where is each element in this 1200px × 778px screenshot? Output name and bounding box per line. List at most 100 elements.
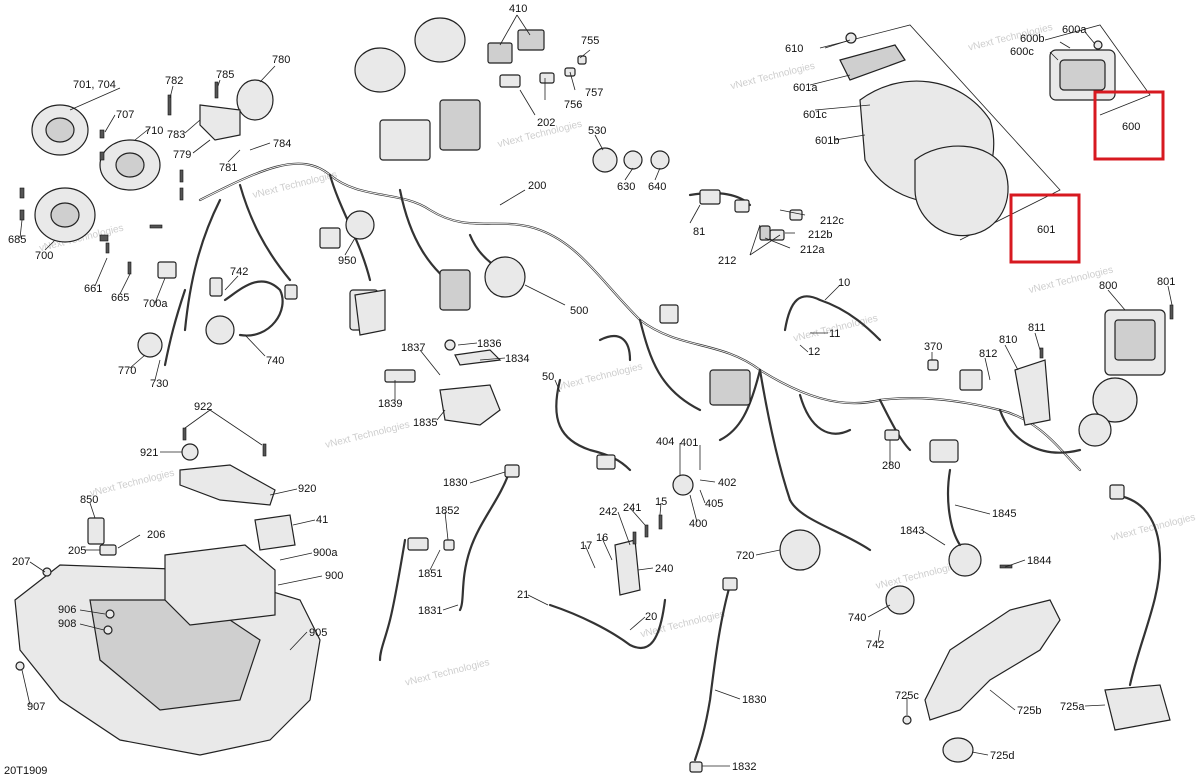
part-label-404: 404: [656, 436, 674, 448]
part-label-601: 601: [1037, 224, 1055, 236]
part-label-921: 921: [140, 447, 158, 459]
part-label-402: 402: [718, 477, 736, 489]
drawing-id: 20T1909: [4, 765, 47, 777]
middle-left-components: [179, 335, 632, 506]
nut-906: [105, 609, 115, 619]
cluster-mount: [839, 44, 906, 81]
connector-part: [596, 454, 616, 470]
connector-part: [699, 189, 721, 205]
part-label-784: 784: [273, 138, 291, 150]
battery-and-tray: [14, 514, 321, 756]
part-label-21: 21: [517, 589, 529, 601]
switch-part: [345, 210, 375, 240]
battery-900: [164, 544, 276, 626]
connector-part: [759, 225, 771, 241]
wire: [223, 280, 284, 337]
connector-part: [284, 284, 298, 300]
part-label-756: 756: [564, 99, 582, 111]
part-label-206: 206: [147, 529, 165, 541]
part-label-41: 41: [316, 514, 328, 526]
part-label-1839: 1839: [378, 398, 402, 410]
part-label-783: 783: [167, 129, 185, 141]
part-label-661: 661: [84, 283, 102, 295]
bolt: [99, 151, 105, 161]
part-label-207: 207: [12, 556, 30, 568]
throttle-part: [439, 384, 501, 426]
light-740: [885, 585, 915, 615]
wire-50: [555, 378, 632, 472]
part-label-280: 280: [882, 460, 900, 472]
bracket-240: [614, 539, 641, 596]
harness-connector: [379, 119, 431, 161]
part-label-900a: 900a: [313, 547, 338, 559]
bolt: [105, 242, 110, 254]
bracket-725b: [924, 599, 1061, 721]
switch-part: [137, 332, 163, 358]
part-label-812: 812: [979, 348, 997, 360]
instrument-cluster-assembly: [819, 24, 1165, 264]
horn-part: [236, 79, 274, 121]
part-label-410: 410: [509, 3, 527, 15]
bolt: [179, 169, 184, 183]
headlight-part: [115, 152, 145, 178]
part-label-950: 950: [338, 255, 356, 267]
part-labels: 410 755 757 756 202 530 630 640 200 610 …: [4, 3, 1175, 777]
part-label-212: 212: [718, 255, 736, 267]
part-label-1843: 1843: [900, 525, 924, 537]
part-label-20: 20: [645, 611, 657, 623]
wire-10: [783, 295, 882, 342]
part-label-757: 757: [585, 87, 603, 99]
wire-50b: [598, 335, 632, 362]
watermark: vNext Technologies: [404, 657, 491, 689]
part-label-240: 240: [655, 563, 673, 575]
harness-connector: [319, 227, 341, 249]
bracket-920: [179, 464, 276, 506]
part-label-781: 781: [219, 162, 237, 174]
part-label-630: 630: [617, 181, 635, 193]
part-label-782: 782: [165, 75, 183, 87]
part-label-900: 900: [325, 570, 343, 582]
light-720: [779, 529, 821, 571]
part-label-725b: 725b: [1017, 705, 1041, 717]
part-label-601c: 601c: [803, 109, 827, 121]
bolt: [262, 443, 267, 457]
part-label-640: 640: [648, 181, 666, 193]
part-label-1830-a: 1830: [443, 477, 467, 489]
harness-connector: [929, 439, 959, 463]
steering-sensor: [484, 256, 526, 298]
connector-part: [789, 209, 803, 221]
switch-part: [650, 150, 670, 170]
bolt: [99, 234, 109, 242]
part-label-1836: 1836: [477, 338, 501, 350]
sensor-part: [722, 577, 738, 591]
part-label-700: 700: [35, 250, 53, 262]
part-label-665: 665: [111, 292, 129, 304]
bracket-part: [199, 104, 241, 141]
bolt: [644, 524, 649, 538]
part-label-81: 81: [693, 226, 705, 238]
module-600-face: [1059, 59, 1106, 91]
wire-1830b: [693, 583, 732, 762]
wire-20: [548, 598, 667, 650]
bolt: [19, 187, 25, 199]
part-label-707: 707: [116, 109, 134, 121]
wire-1845: [946, 468, 962, 547]
bolt: [167, 94, 172, 116]
nut-part: [444, 339, 456, 351]
cap-725d: [942, 737, 974, 763]
nut-207: [42, 567, 52, 577]
part-label-725d: 725d: [990, 750, 1014, 762]
part-label-212a: 212a: [800, 244, 825, 256]
part-label-500: 500: [570, 305, 588, 317]
part-label-241: 241: [623, 502, 641, 514]
part-label-905: 905: [309, 627, 327, 639]
part-label-740-left: 740: [266, 355, 284, 367]
part-label-212c: 212c: [820, 215, 844, 227]
part-label-12: 12: [808, 346, 820, 358]
bottom-right-components: [779, 429, 1171, 763]
part-label-906: 906: [58, 604, 76, 616]
connector-part: [499, 74, 521, 88]
part-label-720: 720: [736, 550, 754, 562]
part-label-10: 10: [838, 277, 850, 289]
